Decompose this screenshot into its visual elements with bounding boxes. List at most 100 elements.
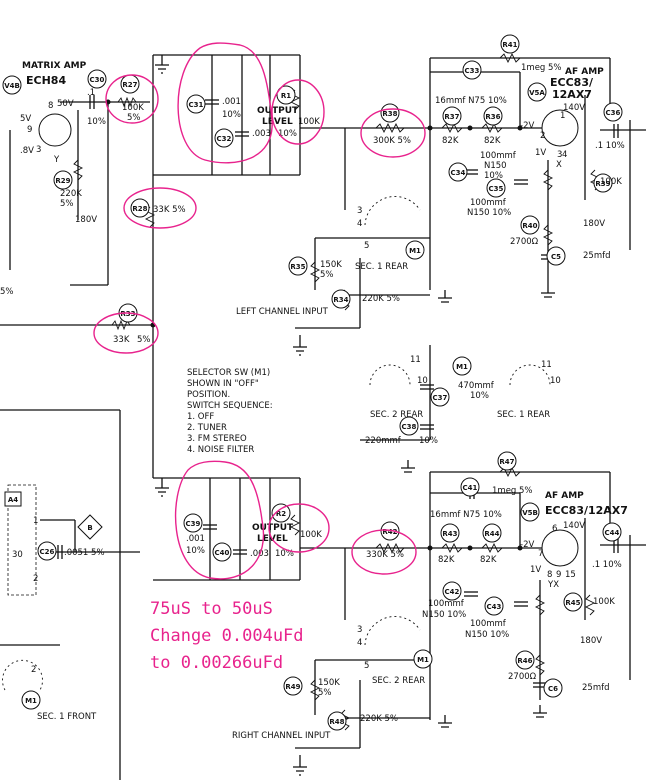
svg-text:33K: 33K: [113, 335, 130, 345]
svg-text:100mmf: 100mmf: [428, 599, 465, 609]
svg-text:V5A: V5A: [529, 89, 545, 97]
ref-r41: R41: [500, 34, 520, 54]
ground-symbols: [155, 55, 555, 776]
svg-text:2: 2: [540, 131, 545, 141]
svg-text:10%: 10%: [278, 129, 297, 139]
svg-text:5V: 5V: [20, 114, 31, 124]
svg-text:50V: 50V: [57, 99, 74, 109]
svg-text:4. NOISE FILTER: 4. NOISE FILTER: [187, 445, 254, 455]
svg-text:.0051 5%: .0051 5%: [64, 548, 105, 558]
svg-text:R35: R35: [290, 263, 305, 271]
svg-text:11: 11: [541, 360, 552, 370]
ref-r36: R36: [483, 106, 503, 126]
svg-text:1V: 1V: [530, 565, 541, 575]
svg-text:1meg 5%: 1meg 5%: [492, 486, 533, 496]
svg-text:.001: .001: [186, 534, 205, 544]
svg-text:10%: 10%: [186, 546, 205, 556]
svg-text:10%: 10%: [275, 549, 294, 559]
circle-r42: [351, 529, 417, 575]
svg-text:7: 7: [538, 549, 543, 559]
svg-text:15: 15: [565, 570, 576, 580]
svg-text:C34: C34: [451, 169, 466, 177]
svg-text:6: 6: [552, 524, 557, 534]
svg-text:SEC. 2 REAR: SEC. 2 REAR: [370, 410, 423, 420]
svg-text:C35: C35: [489, 185, 504, 193]
svg-text:R49: R49: [285, 683, 300, 691]
ref-c41: C41: [460, 477, 480, 497]
a4-module-box: [7, 484, 37, 596]
svg-text:C40: C40: [215, 549, 230, 557]
svg-text:SELECTOR SW (M1): SELECTOR SW (M1): [187, 368, 270, 378]
svg-text:100K: 100K: [300, 530, 322, 540]
ref-r47: R47: [497, 451, 517, 471]
svg-text:1: 1: [560, 111, 565, 121]
output-level-bottom-1: OUTPUT: [252, 523, 294, 533]
svg-text:10%: 10%: [470, 391, 489, 401]
svg-text:4: 4: [562, 150, 567, 160]
svg-text:180V: 180V: [75, 215, 97, 225]
svg-text:180V: 180V: [580, 636, 602, 646]
svg-text:82K: 82K: [484, 136, 501, 146]
tube-label-top-2: 12AX7: [552, 88, 592, 101]
svg-text:R47: R47: [499, 458, 514, 466]
ech84-label: ECH84: [26, 74, 66, 87]
svg-text:.8V: .8V: [20, 146, 34, 156]
svg-text:25mfd: 25mfd: [583, 251, 610, 261]
circle-c39-c40: [174, 460, 265, 580]
svg-text:Y: Y: [53, 155, 60, 165]
svg-text:R2: R2: [276, 510, 286, 518]
ref-m1-bottom: M1: [413, 649, 433, 669]
svg-text:M1: M1: [456, 363, 468, 371]
svg-text:R1: R1: [281, 92, 291, 100]
circle-r38: [360, 108, 426, 158]
ref-c40: C40: [212, 542, 232, 562]
circle-r28: [123, 187, 197, 229]
svg-text:10: 10: [550, 376, 561, 386]
svg-text:SHOWN IN "OFF": SHOWN IN "OFF": [187, 379, 259, 389]
svg-text:R44: R44: [484, 530, 499, 538]
svg-text:100K: 100K: [593, 597, 615, 607]
svg-text:8: 8: [48, 101, 53, 111]
svg-text:X: X: [556, 160, 562, 170]
svg-text:100mmf: 100mmf: [480, 151, 517, 161]
svg-text:R48: R48: [329, 718, 344, 726]
svg-text:C41: C41: [463, 484, 478, 492]
svg-text:82K: 82K: [438, 555, 455, 565]
svg-text:1V: 1V: [535, 148, 546, 158]
ref-c32: C32: [214, 128, 234, 148]
vacuum-tubes: [38, 109, 579, 567]
svg-text:5%: 5%: [60, 199, 74, 209]
svg-text:150K: 150K: [320, 260, 342, 270]
svg-text:R28: R28: [132, 205, 147, 213]
ref-r35: R35: [288, 256, 308, 276]
svg-text:11: 11: [410, 355, 421, 365]
svg-text:M1: M1: [417, 656, 429, 664]
svg-text:2. TUNER: 2. TUNER: [187, 423, 227, 433]
svg-text:C30: C30: [90, 76, 105, 84]
output-level-top-1: OUTPUT: [257, 106, 299, 116]
svg-text:4: 4: [357, 219, 362, 229]
svg-text:82K: 82K: [480, 555, 497, 565]
svg-text:5: 5: [364, 241, 369, 251]
ref-r44: R44: [482, 523, 502, 543]
ref-c43: C43: [484, 596, 504, 616]
svg-text:140V: 140V: [563, 521, 585, 531]
svg-text:C42: C42: [445, 588, 460, 596]
ref-r34: R34: [331, 289, 351, 309]
ref-c34: C34: [448, 162, 468, 182]
ref-r43: R43: [440, 523, 460, 543]
ref-m1-top: M1: [405, 240, 425, 260]
svg-text:220K 5%: 220K 5%: [360, 714, 398, 724]
svg-text:A4: A4: [8, 496, 18, 504]
ref-r37: R37: [442, 106, 462, 126]
svg-text:R40: R40: [522, 222, 537, 230]
svg-text:220K: 220K: [60, 189, 82, 199]
circle-r1: [271, 79, 325, 145]
svg-text:2700Ω: 2700Ω: [508, 672, 537, 682]
switch-symbols: [2, 196, 551, 691]
svg-text:2: 2: [33, 574, 38, 584]
annotation-line-1: 75uS to 50uS: [150, 599, 273, 619]
svg-text:4: 4: [357, 638, 362, 648]
ref-r38: R38: [380, 103, 400, 123]
svg-text:C26: C26: [40, 548, 55, 556]
